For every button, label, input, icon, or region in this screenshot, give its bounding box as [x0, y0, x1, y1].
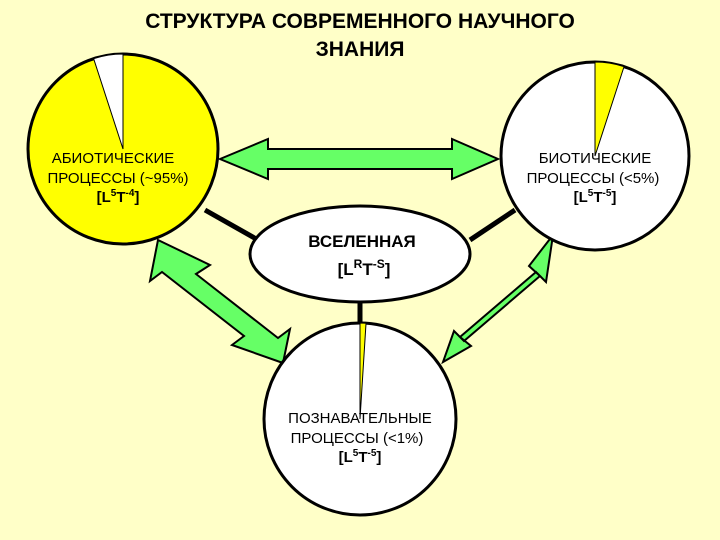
abiotic-label-line1: АБИОТИЧЕСКИЕ [52, 150, 175, 167]
cognitive-share-slice [359, 322, 367, 420]
abiotic-remainder-slice [93, 53, 124, 150]
cognitive-node: ПОЗНАВАТЕЛЬНЫЕ ПРОЦЕССЫ (<1%) [L5T-5] [262, 321, 458, 517]
abiotic-formula: [L5T-4] [97, 188, 140, 206]
universe-node: ВСЕЛЕННАЯ [LRT-S] [248, 204, 472, 304]
title-line-2: ЗНАНИЯ [315, 38, 405, 61]
cognitive-formula: [L5T-5] [339, 448, 382, 466]
cognitive-label-line1: ПОЗНАВАТЕЛЬНЫЕ [288, 410, 432, 427]
biotic-share-slice [594, 61, 625, 157]
universe-ellipse [248, 204, 472, 304]
abiotic-node: АБИОТИЧЕСКИЕ ПРОЦЕССЫ (~95%) [L5T-4] [26, 52, 220, 246]
connector-biotic-universe [468, 207, 517, 243]
universe-label: ВСЕЛЕННАЯ [308, 232, 416, 251]
title-line-1: СТРУКТУРА СОВРЕМЕННОГО НАУЧНОГО [145, 10, 575, 33]
cognitive-label-line2: ПРОЦЕССЫ (<1%) [291, 430, 424, 447]
universe-formula: [LRT-S] [338, 257, 391, 279]
connector-abiotic-universe [203, 207, 260, 243]
arrow-abiotic-biotic [217, 137, 501, 181]
abiotic-label-line2: ПРОЦЕССЫ (~95%) [47, 170, 188, 187]
biotic-label-line2: ПРОЦЕССЫ (<5%) [527, 170, 660, 187]
biotic-label-line1: БИОТИЧЕСКИЕ [539, 150, 652, 167]
biotic-node: БИОТИЧЕСКИЕ ПРОЦЕССЫ (<5%) [L5T-5] [499, 60, 691, 252]
diagram-title: СТРУКТУРА СОВРЕМЕННОГО НАУЧНОГО ЗНАНИЯ [0, 8, 720, 64]
biotic-formula: [L5T-5] [574, 188, 617, 206]
arrow-biotic-cognitive [441, 231, 555, 365]
